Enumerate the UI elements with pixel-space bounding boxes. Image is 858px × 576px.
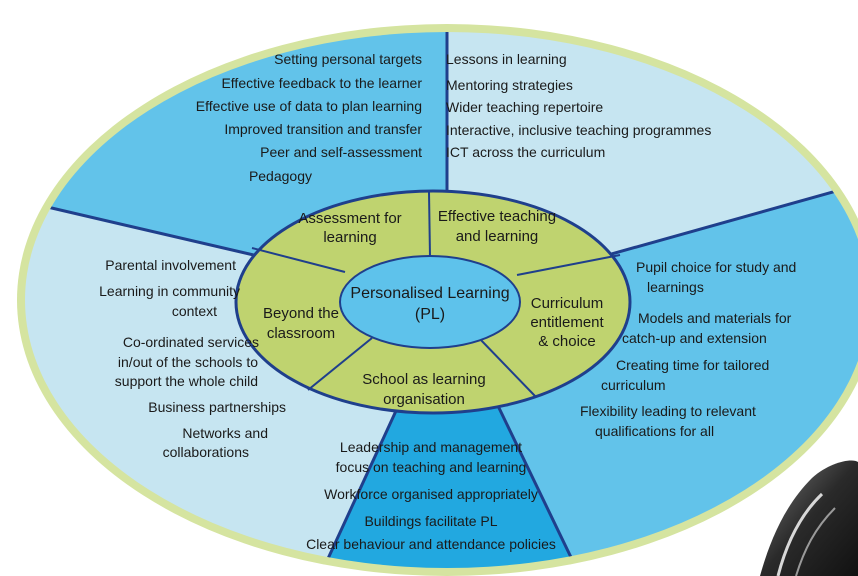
- outer-item: Pedagogy: [249, 168, 312, 184]
- outer-item: catch-up and extension: [622, 330, 767, 346]
- outer-item: Learning in community: [99, 283, 240, 299]
- outer-item: focus on teaching and learning: [336, 459, 527, 475]
- inner-dividers: [251, 191, 621, 397]
- outer-item: Co-ordinated services: [123, 334, 259, 350]
- outer-item: curriculum: [601, 377, 666, 393]
- outer-item: Workforce organised appropriately: [324, 486, 538, 502]
- inner-label-beyond-1: Beyond the: [263, 305, 339, 322]
- segment-school: [320, 300, 580, 568]
- outer-item: Setting personal targets: [274, 51, 422, 67]
- inner-label-school-1: School as learning: [362, 371, 485, 388]
- decorative-object: [760, 460, 858, 576]
- outer-item: Improved transition and transfer: [224, 121, 422, 137]
- outer-item: Parental involvement: [105, 257, 236, 273]
- outer-item: Flexibility leading to relevant: [580, 403, 756, 419]
- outer-item: Buildings facilitate PL: [364, 513, 497, 529]
- inner-label-teaching-2: and learning: [456, 228, 539, 245]
- inner-label-assessment-2: learning: [323, 229, 376, 246]
- inner-label-curriculum-1: Curriculum: [531, 295, 604, 312]
- outer-item: support the whole child: [115, 373, 258, 389]
- center-subtitle: (PL): [415, 306, 445, 323]
- outer-item: Models and materials for: [638, 310, 792, 326]
- outer-item: Effective feedback to the learner: [221, 75, 422, 91]
- outer-item: Interactive, inclusive teaching programm…: [446, 122, 711, 138]
- outer-item: Wider teaching repertoire: [446, 99, 603, 115]
- inner-label-curriculum-3: & choice: [538, 333, 596, 350]
- outer-item: Pupil choice for study and: [636, 259, 796, 275]
- outer-item: Mentoring strategies: [446, 77, 573, 93]
- outer-item: Lessons in learning: [446, 51, 567, 67]
- outer-item: Creating time for tailored: [616, 357, 769, 373]
- outer-item: context: [172, 303, 217, 319]
- inner-label-assessment-1: Assessment for: [298, 210, 401, 227]
- outer-item: in/out of the schools to: [118, 354, 258, 370]
- outer-item: collaborations: [163, 444, 249, 460]
- outer-item: qualifications for all: [595, 423, 714, 439]
- center-ellipse: [339, 255, 521, 349]
- inner-label-teaching-1: Effective teaching: [438, 208, 556, 225]
- center-title: Personalised Learning: [350, 285, 509, 302]
- outer-item: Peer and self-assessment: [260, 144, 422, 160]
- outer-list-assessment: Setting personal targets Effective feedb…: [196, 51, 423, 184]
- outer-item: Effective use of data to plan learning: [196, 98, 422, 114]
- inner-label-beyond-2: classroom: [267, 325, 335, 342]
- inner-label-curriculum-2: entitlement: [530, 314, 604, 331]
- outer-item: Networks and: [182, 425, 268, 441]
- outer-item: Business partnerships: [148, 399, 286, 415]
- outer-item: ICT across the curriculum: [446, 144, 605, 160]
- outer-item: learnings: [647, 279, 704, 295]
- inner-label-school-2: organisation: [383, 391, 465, 408]
- outer-item: Clear behaviour and attendance policies: [306, 536, 556, 552]
- outer-item: Leadership and management: [340, 439, 522, 455]
